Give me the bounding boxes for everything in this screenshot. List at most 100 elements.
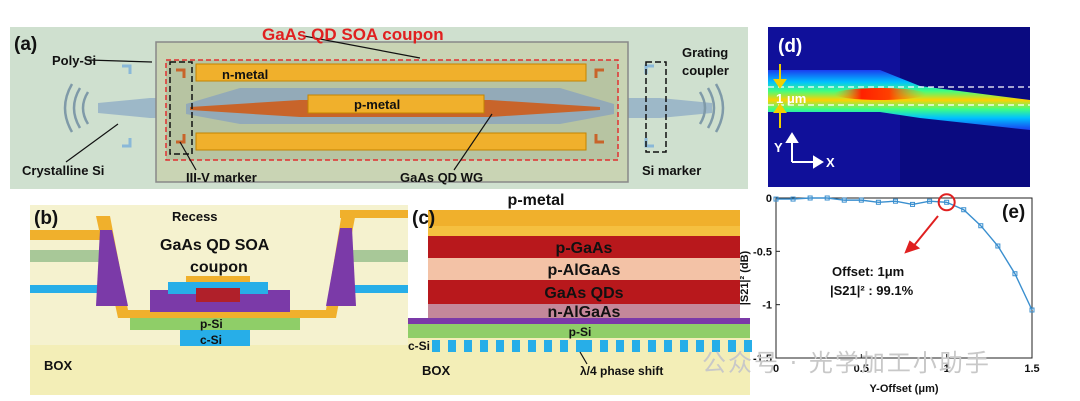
right-grating-icon [698,83,725,133]
coupon-top-metal [186,276,250,282]
c-si-label-c: c-Si [408,339,430,353]
layer-label-p-metal: p-metal [508,192,565,209]
n-metal-strip [195,63,587,82]
highlight-arrow [904,215,939,254]
grating-tooth [480,340,488,352]
data-point [978,223,984,229]
y-tick-label: -0.5 [753,246,772,258]
grating-tooth [544,340,552,352]
recess-metal [96,212,356,318]
right-layer-green [340,250,410,262]
annotation-offset: Offset: 1μm [832,264,904,279]
grating-label-2: coupler [682,63,729,78]
coupon-label-1: GaAs QD SOA [160,237,270,254]
data-point [773,196,779,202]
left-layer-blue [30,285,100,293]
grating-tooth [712,340,720,352]
grating-teeth [432,340,752,352]
phase-shift-label: λ/4 phase shift [580,364,663,378]
iii-v-marker-label: III-V marker [186,170,257,185]
y-tick-label: -1.5 [753,353,772,365]
layer-label-p-gaas: p-GaAs [556,240,613,257]
series-line [773,195,1035,313]
panel-b: (b) Recess GaAs QD SOA coupon p-Si c-Si … [30,205,410,395]
n-metal-strip-bottom [195,132,587,151]
layer-box [408,354,750,395]
panel-e-label: (e) [1002,202,1025,223]
layer-label-n-algaas: n-AlGaAs [548,304,621,321]
data-point [824,195,830,201]
series-path [776,197,1033,311]
grating-tooth [744,340,752,352]
grating-tooth [648,340,656,352]
c-si-label: c-Si [200,333,222,347]
mode-hotspot [834,88,926,100]
x-tick-label: 0.5 [854,363,869,375]
grating-tooth [632,340,640,352]
grating-tooth [576,340,592,352]
annotation-s21: |S21|² : 99.1% [830,283,914,298]
p-si-layer [130,318,300,330]
iii-v-marker-box [169,61,193,155]
y-tick-label: -1 [762,300,772,312]
waveguide-label: GaAs QD WG [400,170,483,185]
data-point [790,196,796,202]
box-layer [30,345,410,395]
right-purple-wall [326,228,356,306]
y-axis-label: |S21|² (dB) [739,250,751,305]
crystalline-si-label: Crystalline Si [22,163,104,178]
p-metal-label: p-metal [354,97,400,112]
grating-tooth [560,340,568,352]
panel-c-label: (c) [412,208,435,229]
layer-p-metal-2 [428,226,740,236]
x-tick-label: 1 [944,363,950,375]
grating-tooth [432,340,440,352]
grating-tooth [600,340,608,352]
x-tick-label: 0 [773,363,779,375]
coupon-title: GaAs QD SOA coupon [262,25,444,44]
poly-si-label: Poly-Si [52,53,96,68]
data-point [927,198,933,204]
grating-tooth [496,340,504,352]
x-tick-label: 1.5 [1024,363,1039,375]
layer-label-gaas-qds: GaAs QDs [544,285,623,302]
iii-v-marker-icon [176,68,604,144]
grating-tooth [464,340,472,352]
data-point [892,198,898,204]
watermark: 公众号 · 光学加工小助手 [702,349,991,377]
n-metal-label: n-metal [222,67,268,82]
layer-gaas-qds [428,280,740,304]
grating-tooth [728,340,736,352]
coupon-label-2: coupon [190,259,248,276]
highlight-circle [937,193,956,212]
data-point [1029,307,1035,313]
grating-tooth [696,340,704,352]
data-point [910,201,916,207]
right-top-metal [340,210,410,218]
left-purple-wall [96,230,128,306]
p-metal-strip [307,94,485,114]
data-point [875,199,881,205]
data-point [1012,271,1018,277]
left-grating-icon [63,83,90,133]
layer-p-algaas [428,258,740,280]
offset-arrows [773,64,787,128]
box-label-c: BOX [422,363,451,378]
panel-d: (d) 1 μm Y X [768,27,1030,187]
optical-mode [768,70,1030,130]
layer-label-p-algaas: p-AlGaAs [548,262,621,279]
layer-p-metal [428,210,740,226]
left-layer-green [30,250,100,262]
si-marker-label: Si marker [642,163,701,178]
layer-bond [408,318,750,324]
axis-x-label: X [826,155,835,170]
callout-lines [65,35,493,171]
grating-tooth [680,340,688,352]
panel-a-label: (a) [14,34,37,55]
plot-frame [775,197,1033,359]
box-label: BOX [44,358,73,373]
p-si-label: p-Si [200,317,223,331]
right-layer-blue [340,285,410,293]
